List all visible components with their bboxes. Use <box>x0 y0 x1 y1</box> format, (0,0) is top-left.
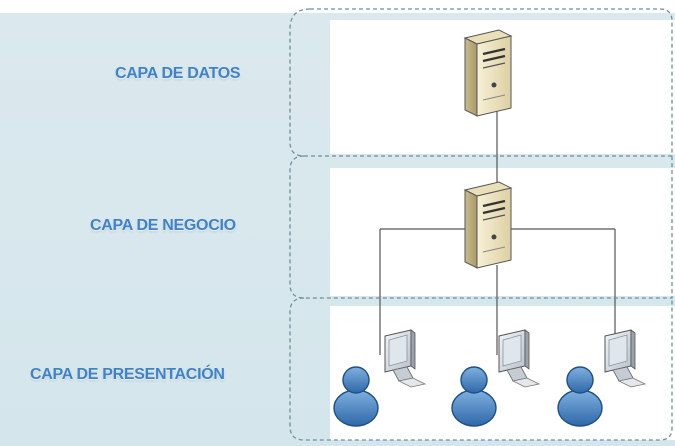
layer-label-business: CAPA DE NEGOCIO <box>90 217 236 234</box>
layer-presentation-border <box>289 297 673 441</box>
application-server-icon <box>463 180 513 270</box>
layer-label-data: CAPA DE DATOS <box>115 65 241 82</box>
database-server-icon <box>463 28 513 118</box>
layer-label-presentation: CAPA DE PRESENTACIÓN <box>30 366 225 383</box>
layer-data-border <box>289 8 672 157</box>
